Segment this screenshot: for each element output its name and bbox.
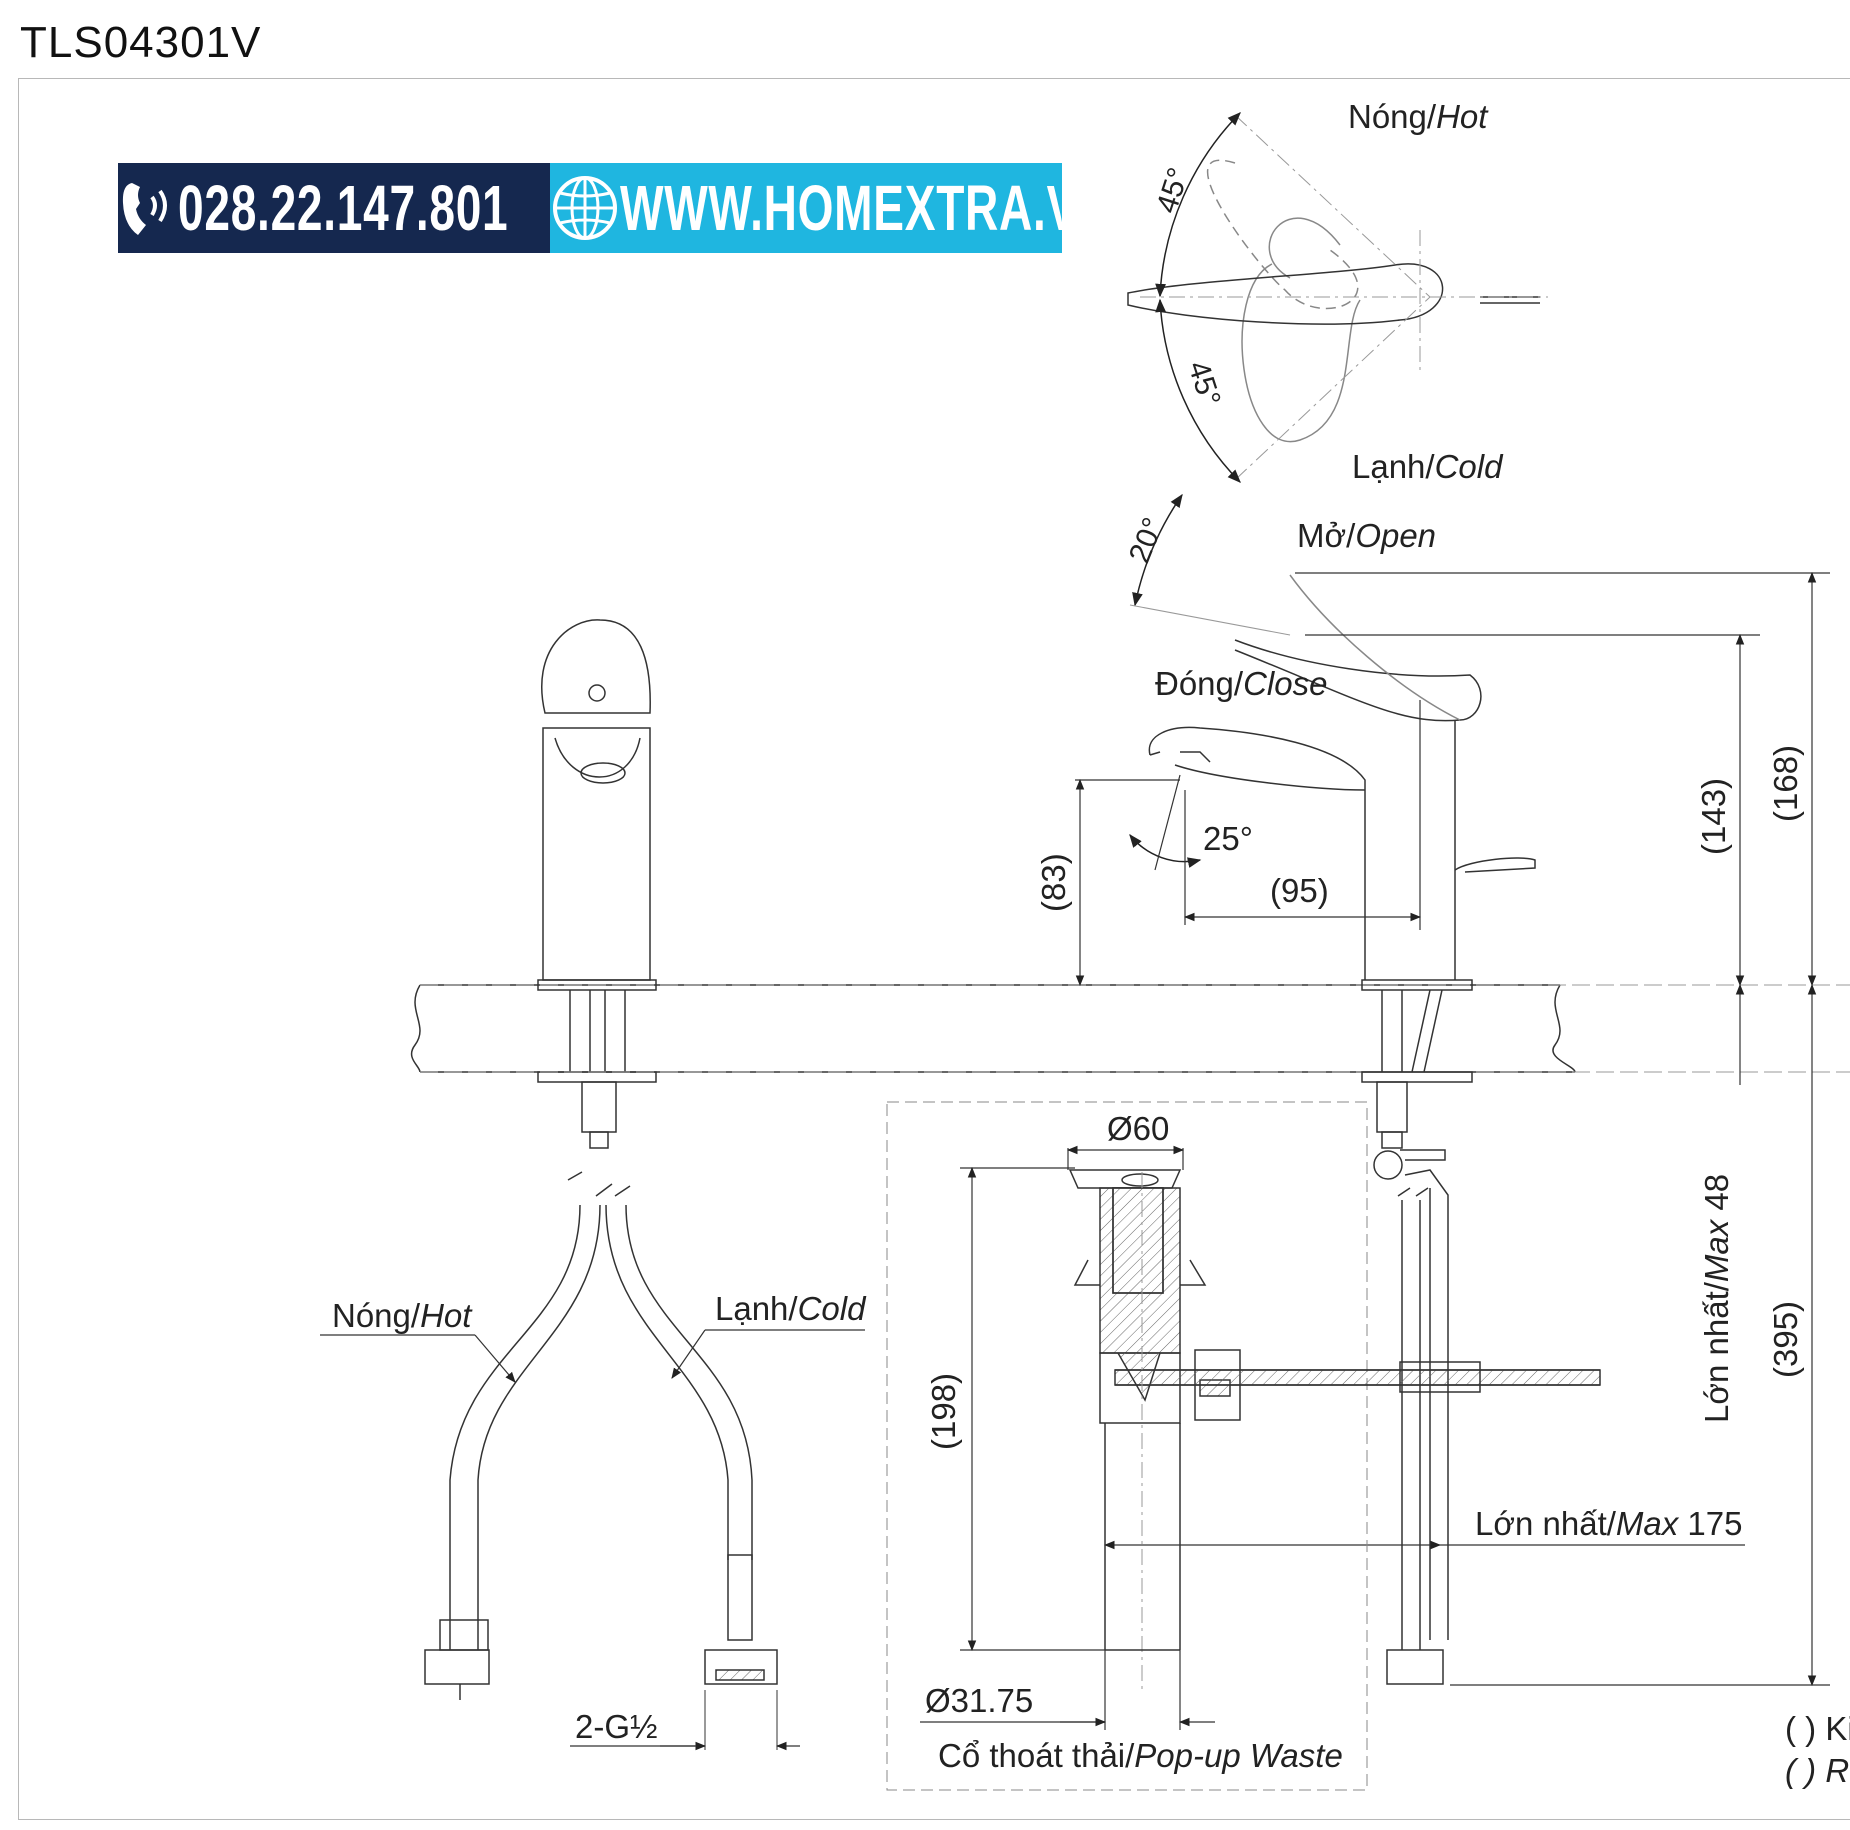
phone-icon <box>118 163 178 253</box>
side-view-faucet <box>1148 574 1536 1685</box>
dim-395: (395) <box>1767 1301 1804 1378</box>
close-label: Đóng/Close <box>1155 665 1327 702</box>
contact-banner[interactable]: 028.22.147.801 WWW.HOMEXTRA.VN <box>118 163 1111 253</box>
phone-number[interactable]: 028.22.147.801 <box>178 172 509 244</box>
open-label: Mở/Open <box>1297 517 1436 554</box>
popup-waste-section <box>886 1101 1601 1791</box>
countertop <box>410 984 1850 1073</box>
hot-top-label: Nóng/Hot <box>1348 98 1489 135</box>
front-view-faucet <box>424 619 778 1700</box>
dim-3175: Ø31.75 <box>925 1682 1033 1719</box>
cold-top-label: Lạnh/Cold <box>1352 448 1504 485</box>
thread-label: 2-G½ <box>575 1708 658 1745</box>
angle-45-upper: 45° <box>1150 164 1195 217</box>
side-dimensions <box>1075 571 1830 1687</box>
popup-waste-label: Cổ thoát thải/Pop-up Waste <box>938 1737 1343 1774</box>
note-line-1: ( ) Ki <box>1785 1710 1850 1747</box>
globe-icon <box>550 163 620 253</box>
dim-60: Ø60 <box>1107 1110 1169 1147</box>
note-line-2: ( ) Re <box>1785 1752 1850 1789</box>
dim-168: (168) <box>1767 745 1804 822</box>
model-title: TLS04301V <box>20 18 262 67</box>
max175-label: Lớn nhất/Max 175 <box>1475 1505 1743 1542</box>
dim-143: (143) <box>1695 778 1732 855</box>
angle-20: 20° <box>1123 513 1171 567</box>
hot-hose-label: Nóng/Hot <box>332 1297 473 1334</box>
waste-dimensions <box>920 1145 1215 1730</box>
website-url[interactable]: WWW.HOMEXTRA.VN <box>620 172 1113 244</box>
cold-hose-label: Lạnh/Cold <box>715 1290 867 1327</box>
drawing-frame <box>18 78 1850 1820</box>
angle-25: 25° <box>1203 820 1253 857</box>
top-view <box>1127 112 1548 483</box>
dim-95: (95) <box>1270 872 1329 909</box>
max48-label: Lớn nhất/Max 48 <box>1698 1174 1735 1423</box>
website-section[interactable]: WWW.HOMEXTRA.VN <box>550 163 1111 253</box>
dim-83: (83) <box>1035 853 1072 912</box>
phone-section[interactable]: 028.22.147.801 <box>118 163 550 253</box>
angle-45-lower: 45° <box>1181 357 1226 410</box>
dim-198: (198) <box>925 1373 962 1450</box>
